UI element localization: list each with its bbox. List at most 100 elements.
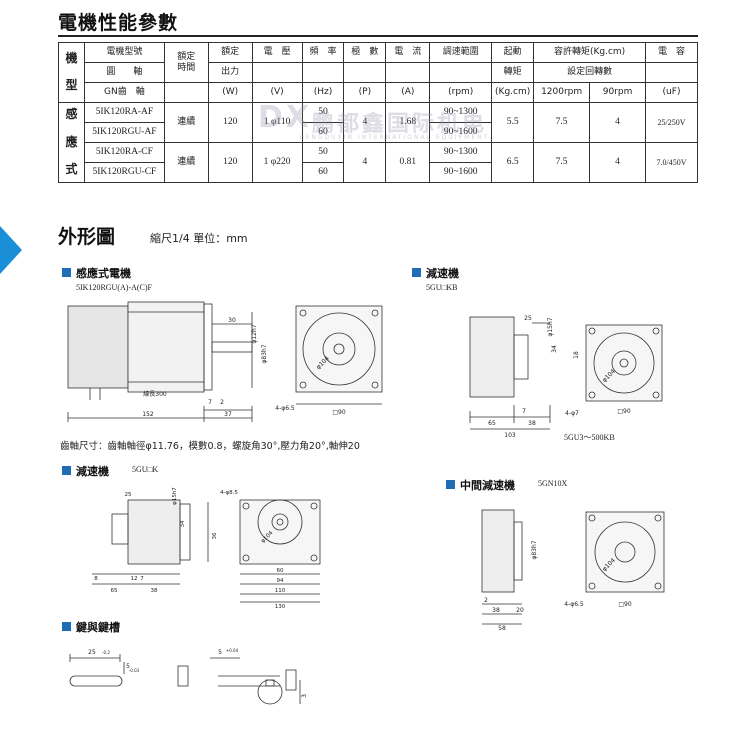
header-model: 電機型號 bbox=[83, 42, 165, 63]
dimension-label: 4-φ6.5 bbox=[564, 601, 584, 608]
dimension-label: 5 bbox=[126, 663, 130, 670]
table-cell: 50 bbox=[301, 142, 345, 163]
table-cell: 7.5 bbox=[533, 102, 591, 143]
dimension-label: 34 bbox=[551, 345, 558, 353]
dimension-label: 130 bbox=[275, 604, 286, 610]
key-drawing: 25 -0.2 5 -0.03 5 +0.04 3 bbox=[69, 648, 308, 705]
header-row-1: 機型 電機型號 額定時間 額定 電 壓 頻 率 極 數 電 流 調速範圍 起動 … bbox=[58, 42, 698, 103]
dimension-label: 36 bbox=[212, 532, 218, 539]
dimension-label: 5 bbox=[218, 649, 222, 656]
table-cell: 7.5 bbox=[533, 142, 591, 183]
header-capacitor: 電 容 bbox=[645, 42, 698, 63]
dimension-label: φ12h7 bbox=[251, 324, 258, 343]
table-cell: 5IK120RA-AF bbox=[83, 102, 165, 123]
table-cell: (uF) bbox=[645, 82, 698, 103]
header-90rpm: 90rpm bbox=[589, 82, 646, 103]
induction-motor-model: 5IK120RGU(A)-A(C)F bbox=[76, 283, 152, 292]
table-cell bbox=[645, 62, 698, 83]
table-cell: 5IK120RGU-AF bbox=[83, 122, 165, 143]
dimension-label: 34 bbox=[180, 520, 186, 527]
outline-scale-note: 縮尺1/4 單位：mm bbox=[150, 232, 248, 245]
bullet-icon bbox=[62, 268, 71, 277]
table-cell: 轉矩 bbox=[491, 62, 535, 83]
dimension-label: 58 bbox=[498, 625, 506, 630]
dimension-label: 4-φ6.5 bbox=[275, 405, 295, 412]
dimension-label: +0.04 bbox=[226, 648, 239, 653]
dimension-label: φ83h7 bbox=[531, 540, 538, 559]
header-current: 電 流 bbox=[385, 42, 431, 63]
bullet-icon bbox=[62, 622, 71, 631]
dimension-label: 38 bbox=[151, 588, 158, 594]
table-cell: 連續 bbox=[163, 142, 209, 183]
dimension-label: 4-φ7 bbox=[565, 410, 579, 417]
watermark-logo: DX bbox=[258, 100, 313, 135]
bullet-icon bbox=[62, 466, 71, 475]
header-model-round: 圓 軸 bbox=[83, 62, 165, 83]
table-cell: 120 bbox=[207, 142, 253, 183]
table-cell: 1 φ110 bbox=[251, 102, 303, 143]
header-set-speed: 設定回轉數 bbox=[533, 62, 646, 83]
table-cell: 連續 bbox=[163, 102, 209, 143]
dimension-label: 110 bbox=[275, 588, 286, 594]
table-cell: (rpm) bbox=[429, 82, 493, 103]
section-arrow-icon bbox=[0, 226, 22, 274]
dimension-label: 25 bbox=[524, 315, 532, 322]
dimension-label: 7 bbox=[522, 408, 526, 415]
intermediate-drawing: φ83h7 2 38 20 58 4-φ6.5 □90 φ104 bbox=[481, 509, 665, 630]
outline-title: 外形圖 bbox=[58, 226, 116, 248]
header-row-2: 圓 軸 出力 轉矩 設定回轉數 bbox=[59, 62, 698, 83]
dimension-label: 3 bbox=[301, 694, 308, 698]
table-cell: 4 bbox=[343, 142, 387, 183]
table-cell: (P) bbox=[343, 82, 387, 103]
table-cell: 120 bbox=[207, 102, 253, 143]
table-cell: 25/250V bbox=[645, 102, 698, 143]
dimension-label: 60 bbox=[277, 568, 284, 574]
header-rated-output: 額定 bbox=[207, 42, 253, 63]
dimension-label: 12 bbox=[131, 576, 138, 582]
dimension-label: -0.2 bbox=[102, 650, 110, 655]
bullet-icon bbox=[412, 268, 421, 277]
reducer2-label: 減速機 bbox=[76, 465, 109, 478]
dimension-label: 152 bbox=[142, 411, 154, 418]
header-row-3: GN齒 軸 (W) (V) (Hz) (P) (A) (rpm) (Kg.cm)… bbox=[59, 82, 698, 103]
table-cell: 4 bbox=[589, 102, 646, 143]
spec-table: 機型 電機型號 額定時間 額定 電 壓 頻 率 極 數 電 流 調速範圍 起動 … bbox=[58, 42, 698, 183]
table-cell: 5IK120RGU-CF bbox=[83, 162, 165, 183]
key-label: 鍵與鍵槽 bbox=[76, 621, 120, 634]
table-row: 5IK120RGU-CF 60 90~1600 bbox=[59, 162, 698, 183]
dimension-label: φ15h7 bbox=[547, 317, 554, 336]
table-cell: 60 bbox=[301, 162, 345, 183]
table-cell: 90~1300 bbox=[429, 142, 493, 163]
header-poles: 極 數 bbox=[343, 42, 387, 63]
table-cell bbox=[251, 62, 303, 83]
dimension-label: 25 bbox=[88, 649, 96, 656]
dimension-label: φ83h7 bbox=[261, 344, 268, 363]
header-speed-range: 調速範圍 bbox=[429, 42, 493, 63]
gear-shaft-note: 齒軸尺寸：齒軸軸徑φ11.76，模數0.8，螺旋角30°,壓力角20°,軸伸20 bbox=[60, 441, 360, 452]
dimension-label: 30 bbox=[228, 317, 236, 324]
header-rated-time: 額定時間 bbox=[163, 42, 209, 83]
dimension-label: 2 bbox=[484, 597, 488, 604]
header-1200rpm: 1200rpm bbox=[533, 82, 591, 103]
induction-motor-drawing: 30 φ12h7 φ83h7 線長300 7 2 152 37 4-φ6.5 □… bbox=[67, 301, 383, 422]
reducer1-range: 5GU3～500KB bbox=[564, 433, 615, 442]
table-cell: (W) bbox=[207, 82, 253, 103]
watermark-text: 鹏都鑫国际机电 bbox=[312, 112, 488, 137]
table-cell: 0.81 bbox=[385, 142, 431, 183]
table-cell bbox=[301, 62, 345, 83]
reducer2-drawing: 25 φ15h7 34 4-φ8.5 36 8 12 7 65 38 60 94… bbox=[92, 487, 321, 610]
table-cell: 5.5 bbox=[491, 102, 535, 143]
header-voltage: 電 壓 bbox=[251, 42, 303, 63]
type-label: 感應式 bbox=[58, 102, 85, 183]
header-allow-torque: 容許轉矩(Kg.cm) bbox=[533, 42, 646, 63]
dimension-label: □90 bbox=[618, 601, 631, 608]
reducer2-model: 5GU□K bbox=[132, 465, 159, 474]
title-rule bbox=[58, 35, 698, 37]
table-cell: (Kg.cm) bbox=[491, 82, 535, 103]
table-cell bbox=[163, 82, 209, 103]
table-cell: 4 bbox=[589, 142, 646, 183]
table-cell: (A) bbox=[385, 82, 431, 103]
dimension-label: 38 bbox=[492, 607, 500, 614]
table-row: 感應式 5IK120RA-AF 連續 120 1 φ110 50 4 1.68 … bbox=[58, 102, 698, 183]
reducer1-label: 減速機 bbox=[426, 267, 459, 280]
